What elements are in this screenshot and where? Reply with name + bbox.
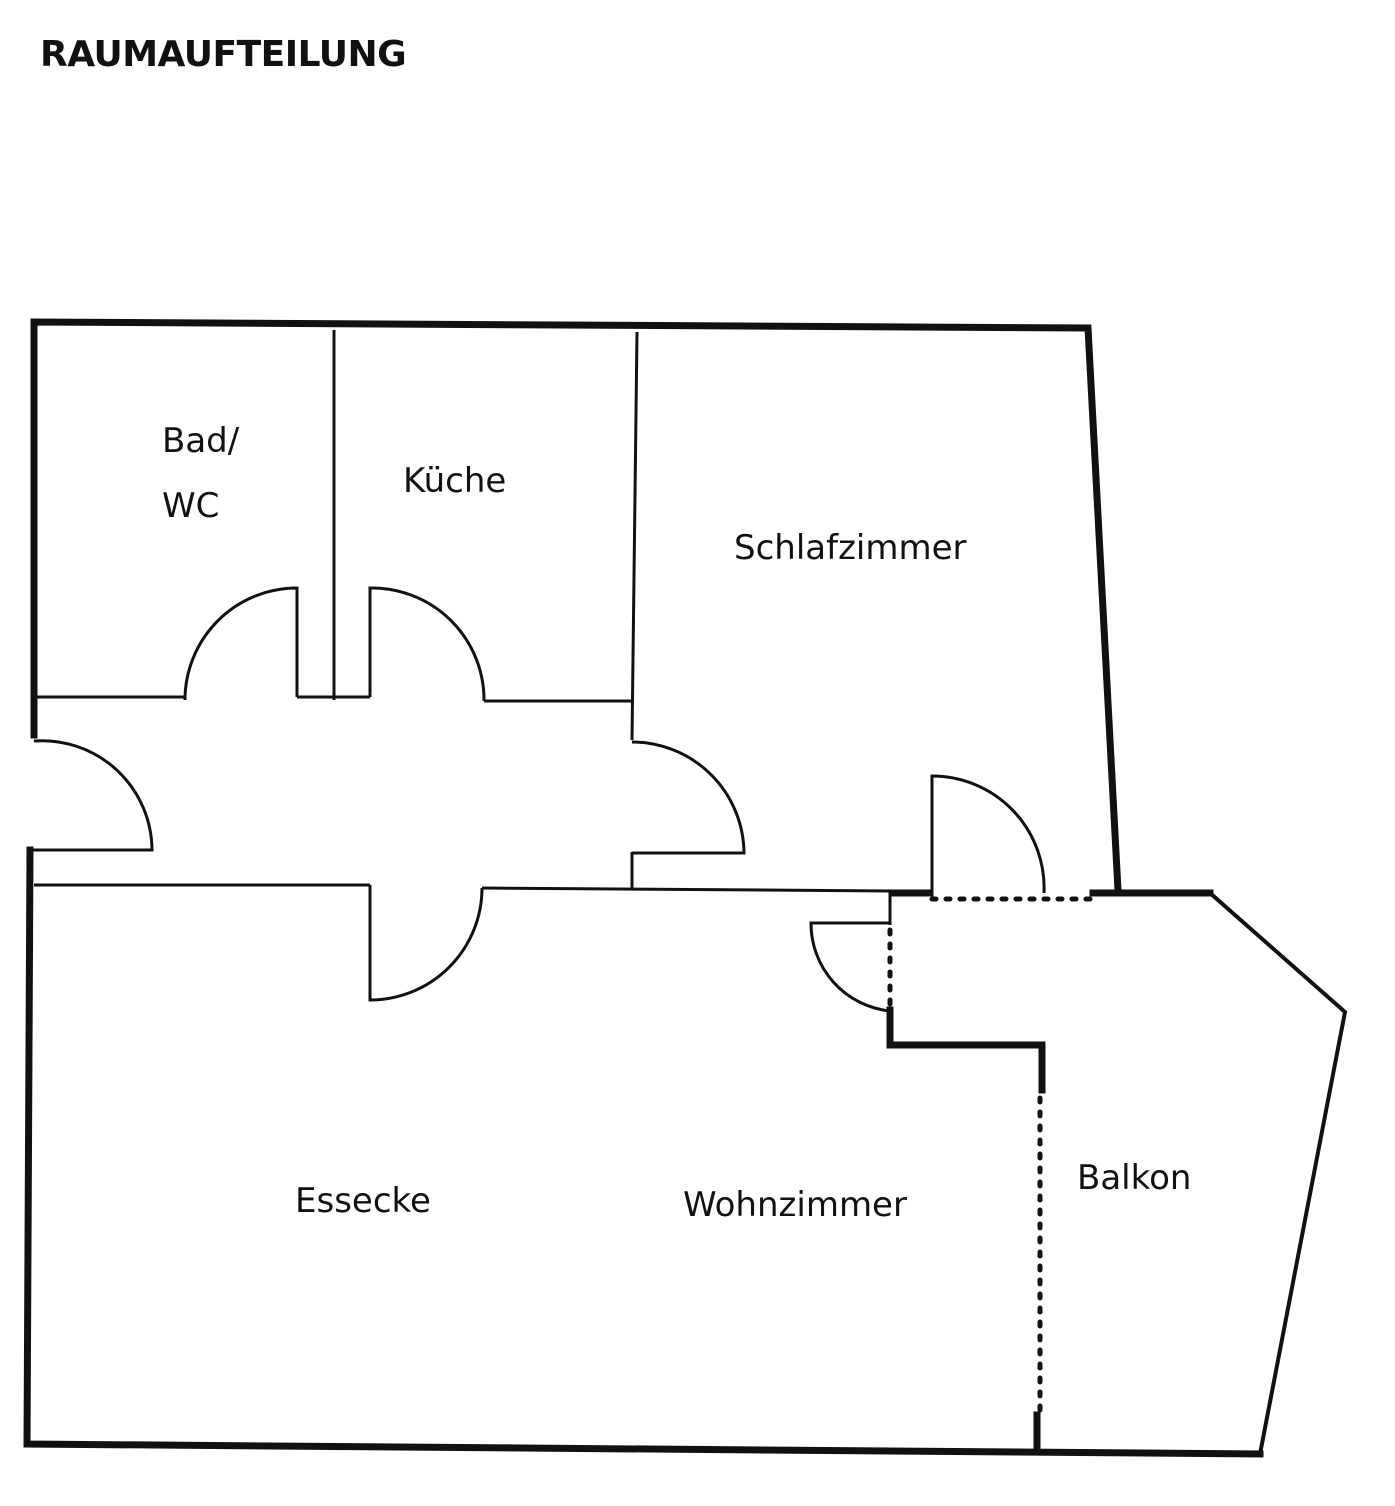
door-bedroom: [631, 740, 746, 855]
room-label-kueche: Küche: [403, 461, 506, 501]
page-title: RAUMAUFTEILUNG: [40, 34, 407, 75]
door-bedroom-balcony: [930, 774, 1046, 894]
room-label-schlafzimmer: Schlafzimmer: [734, 528, 967, 568]
door-living-room: [368, 885, 484, 1002]
room-label-wc: WC: [162, 486, 219, 526]
door-kitchen: [368, 586, 486, 702]
door-entrance: [30, 739, 154, 852]
room-label-essecke: Essecke: [295, 1181, 431, 1221]
living-room-right-wall: [886, 1006, 1046, 1094]
outer-wall-top-left: [30, 318, 1122, 894]
room-label-bad: Bad/: [162, 421, 240, 461]
room-label-wohnzimmer: Wohnzimmer: [683, 1185, 907, 1225]
outer-wall-left-lower: [23, 846, 1264, 1458]
room-label-balkon: Balkon: [1077, 1158, 1191, 1198]
wall-hall-bottom-right: [481, 886, 893, 893]
door-living-room-balcony: [809, 921, 891, 1013]
balcony-outline: [1208, 891, 1348, 1455]
door-bathroom: [183, 586, 299, 701]
wall-kitchen-bedroom: [630, 331, 639, 741]
